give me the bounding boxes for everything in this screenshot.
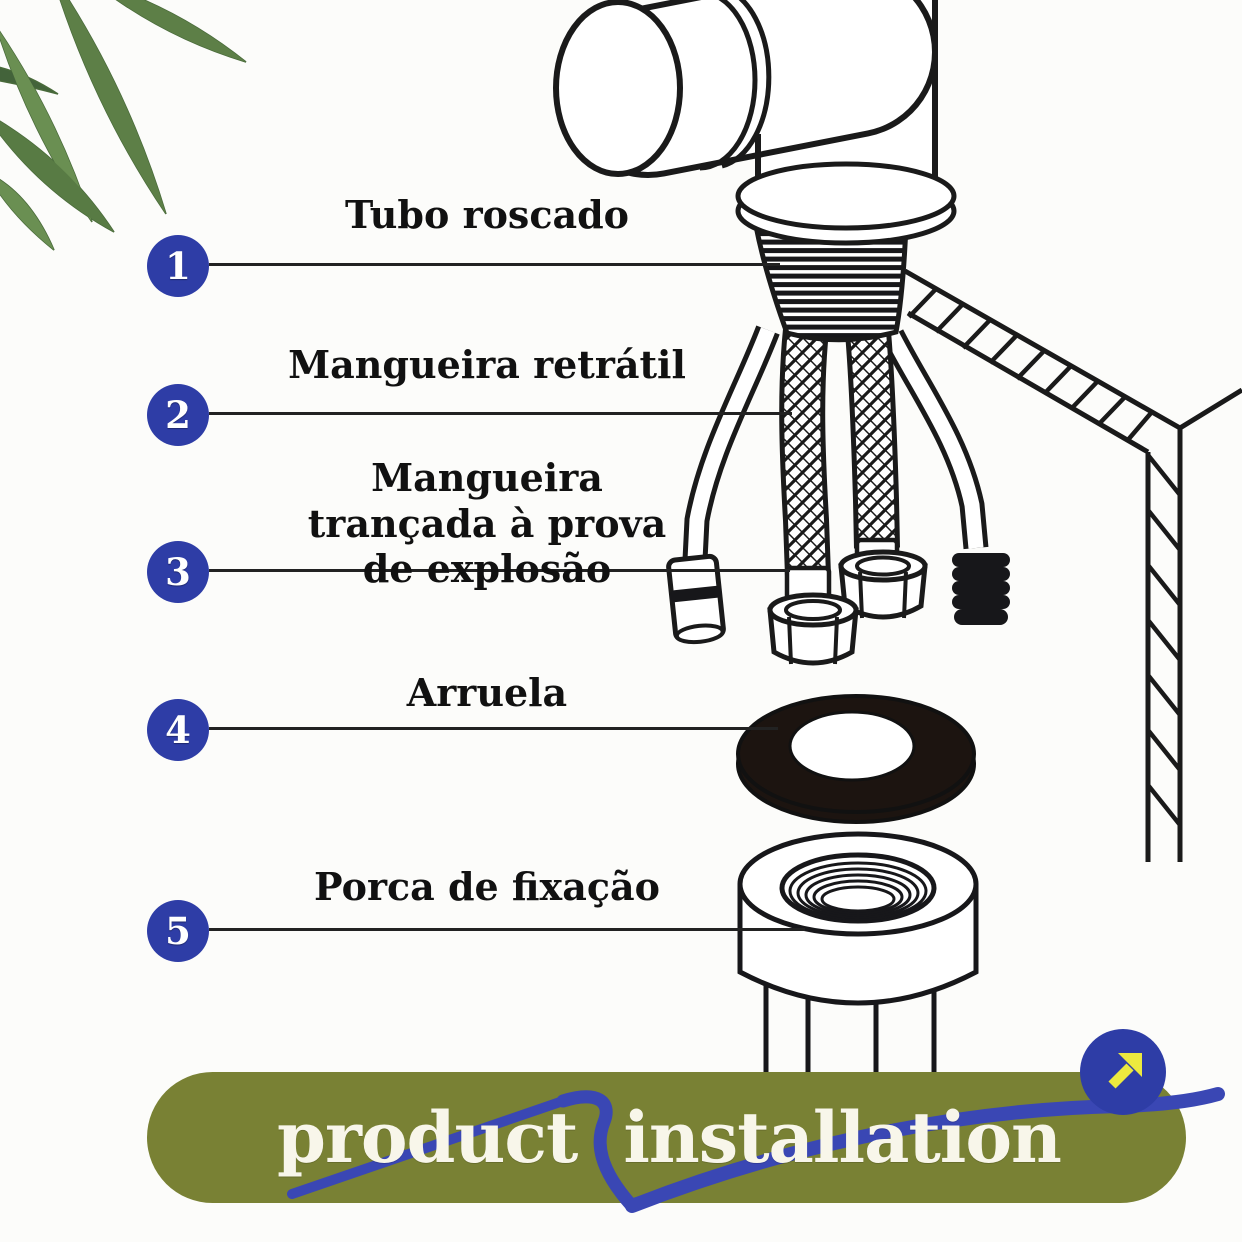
nut-legs — [763, 984, 937, 1073]
arrow-button[interactable] — [1080, 1029, 1166, 1115]
flange — [735, 161, 957, 246]
leader-line — [209, 412, 792, 415]
washer — [736, 694, 976, 824]
part-label: Arruela — [406, 670, 568, 715]
leader-line — [209, 928, 805, 931]
leader-line — [209, 569, 790, 572]
banner-word-product: product — [277, 1096, 578, 1179]
banner: product installation — [147, 1029, 1225, 1213]
threaded-tube — [752, 223, 909, 343]
swoosh-decoration — [287, 1087, 1225, 1213]
faucet-body — [553, 0, 938, 182]
part-label: Tubo roscado — [345, 192, 629, 237]
hex-nuts — [767, 537, 928, 666]
part-number-badge: 4 — [147, 699, 209, 761]
part-number-badge: 1 — [147, 235, 209, 297]
hoses — [682, 325, 989, 577]
plant-leaves — [0, 0, 247, 251]
part-label: Porca de fixação — [314, 864, 660, 909]
part-number-badge: 2 — [147, 384, 209, 446]
part-number-badge: 3 — [147, 541, 209, 603]
fixing-nut — [737, 831, 979, 1073]
hose-fitting-left — [666, 553, 726, 645]
banner-title: product installation — [277, 1072, 1062, 1203]
counter-section — [903, 268, 1242, 862]
leader-line — [209, 263, 780, 266]
part-label: Mangueira retrátil — [288, 342, 686, 387]
arrow-up-right-icon — [1108, 1053, 1142, 1089]
banner-word-installation: installation — [623, 1096, 1062, 1179]
part-number-badge: 5 — [147, 900, 209, 962]
hose-fitting-right — [952, 553, 1010, 625]
leader-line — [209, 727, 778, 730]
part-label: Mangueira trançada à prova de explosão — [307, 455, 667, 592]
